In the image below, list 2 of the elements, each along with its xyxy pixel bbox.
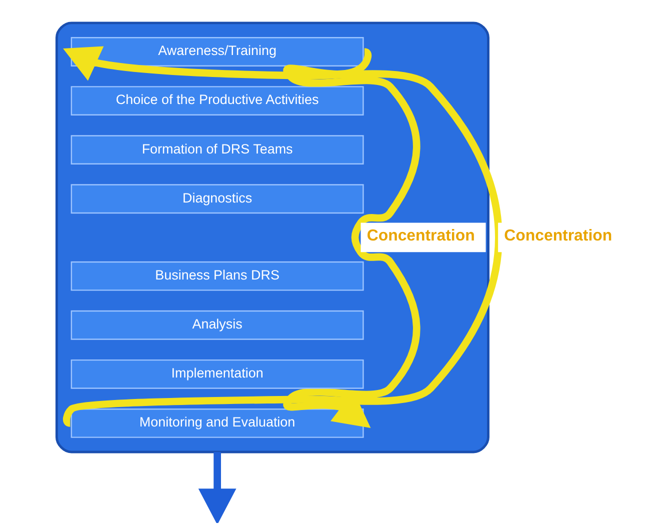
edge-label: Concentration — [504, 227, 612, 244]
edge-label: Concentration — [366, 227, 475, 244]
